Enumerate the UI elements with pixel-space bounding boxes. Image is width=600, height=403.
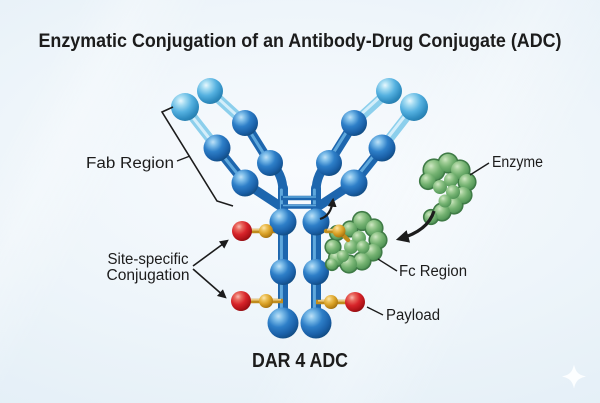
- payload-pointer: [366, 306, 384, 316]
- enzyme-attached: [324, 210, 388, 274]
- fc-region-pointer: [377, 258, 398, 272]
- site-specific-label-line1: Site-specific: [108, 251, 189, 268]
- payload-sphere: [232, 221, 252, 241]
- light-chain-tip-sphere: [197, 78, 223, 104]
- fc-conjugation-linker: [323, 224, 351, 243]
- enzyme-transfer-arrow: [395, 210, 436, 243]
- sparkle-icon: [562, 364, 586, 389]
- linker-sphere: [259, 224, 273, 238]
- light-chain-tip-sphere: [171, 93, 199, 121]
- dar-caption: DAR 4 ADC: [252, 350, 348, 372]
- payload-sphere: [345, 292, 365, 312]
- fc-region-label: Fc Region: [399, 263, 467, 280]
- site-specific-label-line2: Conjugation: [107, 267, 190, 284]
- linker-sphere: [332, 224, 346, 238]
- light-chain-tip-sphere: [376, 78, 402, 104]
- payload-label: Payload: [386, 307, 440, 324]
- enzyme-pointer: [469, 162, 490, 176]
- site-specific-payloads: [231, 221, 365, 312]
- antibody-spheres: [171, 78, 428, 339]
- enzyme-label: Enzyme: [492, 154, 543, 171]
- conjugation-site-arrow: [319, 197, 337, 221]
- site-specific-arrows: [192, 239, 229, 299]
- linker-sphere: [324, 295, 338, 309]
- payload-sphere: [231, 291, 251, 311]
- light-chain-tip-sphere: [400, 93, 428, 121]
- hinge-disulfide-bonds: [281, 195, 318, 209]
- fab-region-label: Fab Region: [86, 155, 174, 172]
- fab-region-pointer: [176, 155, 191, 162]
- diagram-title: Enzymatic Conjugation of an Antibody-Dru…: [39, 31, 562, 52]
- antibody: [171, 78, 428, 339]
- linker-sphere: [259, 294, 273, 308]
- enzyme-free: [418, 152, 477, 226]
